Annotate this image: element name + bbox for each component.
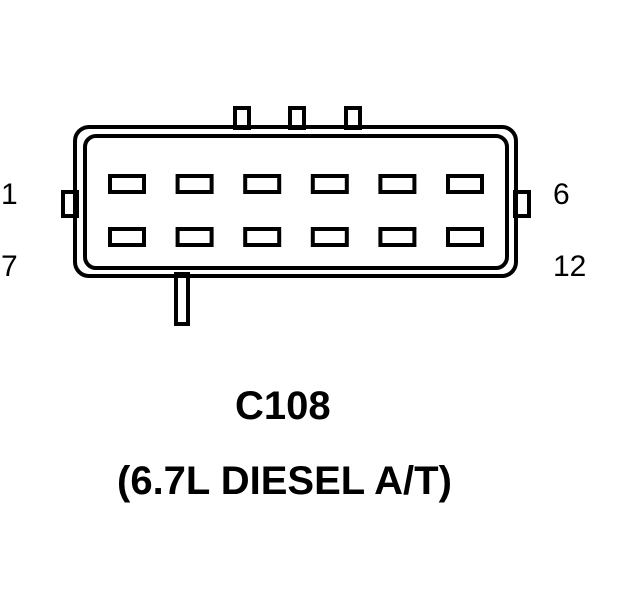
pin-cavity-10 (310, 227, 349, 247)
pin-cavity-8 (175, 227, 214, 247)
pin-cavity-4 (310, 174, 349, 194)
pin-cavity-6 (446, 174, 484, 194)
pin-label-bottom-right: 12 (553, 250, 587, 283)
pin-cavities (108, 174, 484, 247)
pin-label-top-left: 1 (1, 178, 18, 211)
connector-body-inner (83, 134, 509, 270)
pin-cavity-3 (243, 174, 282, 194)
bottom-key (174, 272, 190, 326)
pin-cavity-7 (108, 227, 146, 247)
pin-label-top-right: 6 (553, 178, 570, 211)
pin-label-bottom-left: 7 (1, 250, 18, 283)
pin-cavity-1 (108, 174, 146, 194)
connector-id-label: C108 (235, 384, 331, 428)
pin-cavity-12 (446, 227, 484, 247)
pin-cavity-2 (175, 174, 214, 194)
pin-cavity-11 (378, 227, 417, 247)
pin-cavity-5 (378, 174, 417, 194)
connector-description-label: (6.7L DIESEL A/T) (117, 459, 452, 503)
pin-cavity-9 (243, 227, 282, 247)
connector-body-outer (73, 125, 518, 278)
